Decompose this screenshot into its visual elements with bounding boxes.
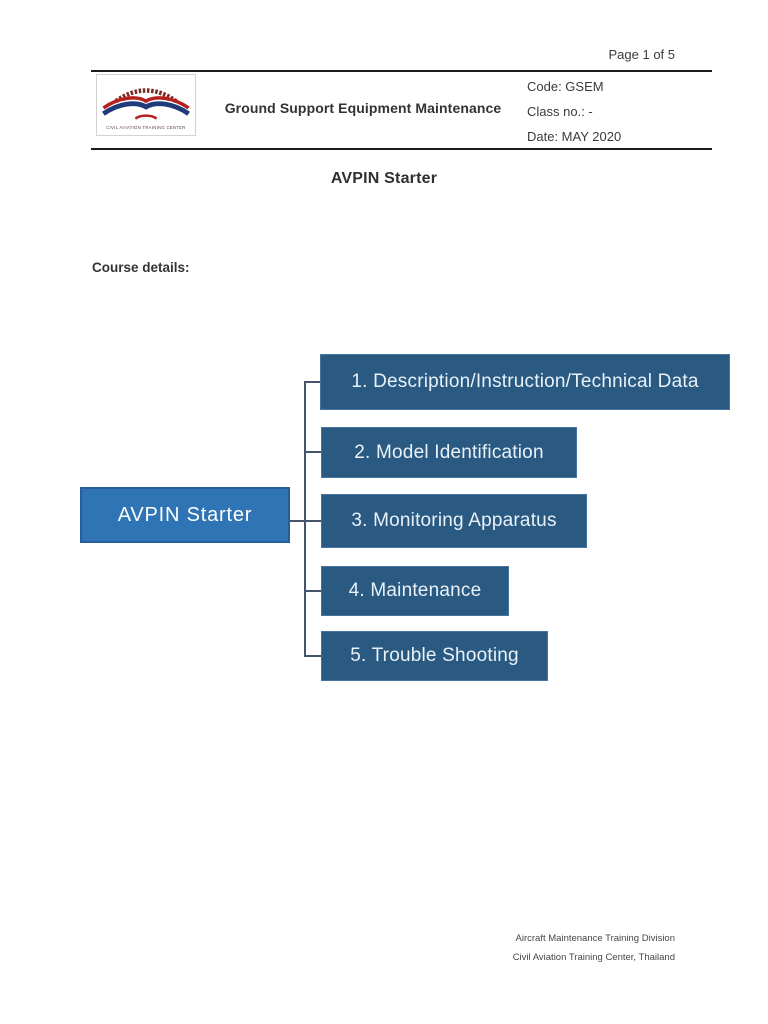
logo-caption: CIVIL AVIATION TRAINING CENTER	[106, 125, 185, 130]
logo-wing-red-band	[102, 96, 190, 110]
connector-stub-topic-2	[304, 451, 321, 453]
logo-wing-blue-band	[102, 101, 190, 116]
footer-center: Civil Aviation Training Center, Thailand	[512, 952, 675, 963]
diagram-topic-node: 2. Model Identification	[321, 427, 577, 478]
connector-stub-topic-1	[304, 381, 321, 383]
header-bottom-rule	[91, 148, 712, 150]
connector-vertical-line	[304, 381, 306, 657]
diagram-root-node: AVPIN Starter	[80, 487, 290, 543]
connector-root-line	[290, 520, 321, 522]
diagram-topic-node: 1. Description/Instruction/Technical Dat…	[320, 354, 730, 410]
header-code: Code: GSEM	[527, 79, 604, 94]
header-meta: Code: GSEM Class no.: - Date: MAY 2020	[527, 74, 621, 149]
course-details-label: Course details:	[92, 260, 190, 275]
diagram-topic-node: 3. Monitoring Apparatus	[321, 494, 587, 548]
catc-logo-emblem: CIVIL AVIATION TRAINING CENTER	[102, 88, 190, 130]
footer-division: Aircraft Maintenance Training Division	[515, 933, 675, 944]
connector-stub-topic-5	[304, 655, 321, 657]
page-number: Page 1 of 5	[608, 47, 676, 62]
logo-wing-red-tip	[134, 114, 158, 120]
footer: Aircraft Maintenance Training Division C…	[400, 929, 675, 967]
document-title: AVPIN Starter	[330, 170, 438, 187]
connector-stub-topic-4	[304, 590, 321, 592]
header-top-rule	[91, 70, 712, 72]
header-date: Date: MAY 2020	[527, 129, 622, 144]
header-title: Ground Support Equipment Maintenance	[224, 100, 502, 116]
diagram-topic-node: 4. Maintenance	[321, 566, 509, 616]
catc-logo: CIVIL AVIATION TRAINING CENTER	[96, 74, 196, 136]
logo-arched-text	[114, 88, 178, 103]
header-class-no: Class no.: -	[527, 104, 593, 119]
diagram-topic-node: 5. Trouble Shooting	[321, 631, 548, 681]
